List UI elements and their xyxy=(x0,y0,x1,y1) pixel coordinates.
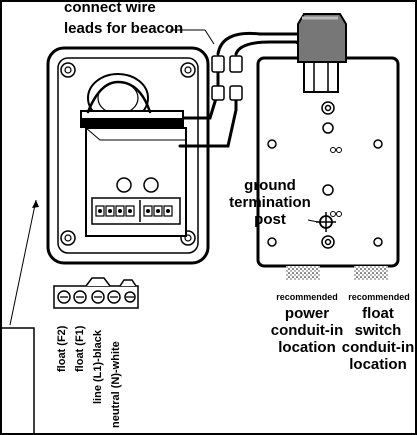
terminal-label-float-f1: float (F1) xyxy=(74,325,86,372)
terminal-label-neutral: neutral (N)-white xyxy=(110,341,122,428)
wire-connector xyxy=(211,55,243,101)
float-conduit-area xyxy=(354,266,388,280)
float-recommended: recommended xyxy=(348,292,410,302)
float-label-line1: float xyxy=(362,305,394,322)
ground-label-line3: post xyxy=(254,211,286,228)
power-label-line2: conduit-in xyxy=(270,322,344,339)
terminal-label-float-f2: float (F2) xyxy=(56,325,68,372)
float-label-line4: location xyxy=(349,356,407,373)
ground-label-line2: termination xyxy=(229,194,311,211)
float-label-line2: switch xyxy=(354,322,402,339)
terminal-label-line: line (L1)-black xyxy=(92,330,104,404)
cover-panel xyxy=(256,13,400,280)
corner-screw xyxy=(60,62,76,78)
power-recommended: recommended xyxy=(276,292,338,302)
power-conduit-area xyxy=(286,266,320,280)
ground-post xyxy=(316,212,336,232)
beacon-label-line1: connect wire xyxy=(64,0,156,16)
beacon-label-line2: leads for beacon xyxy=(64,20,184,37)
callout-box xyxy=(0,327,35,435)
ground-label-line1: ground xyxy=(244,177,296,194)
corner-screw xyxy=(180,62,196,78)
left-leader xyxy=(9,199,37,326)
enclosure-base xyxy=(46,46,210,265)
corner-screw xyxy=(60,230,76,246)
power-label-line3: location xyxy=(278,339,336,356)
float-label-line3: conduit-in xyxy=(341,339,415,356)
power-label-line1: power xyxy=(284,305,330,322)
terminal-block xyxy=(53,277,139,309)
